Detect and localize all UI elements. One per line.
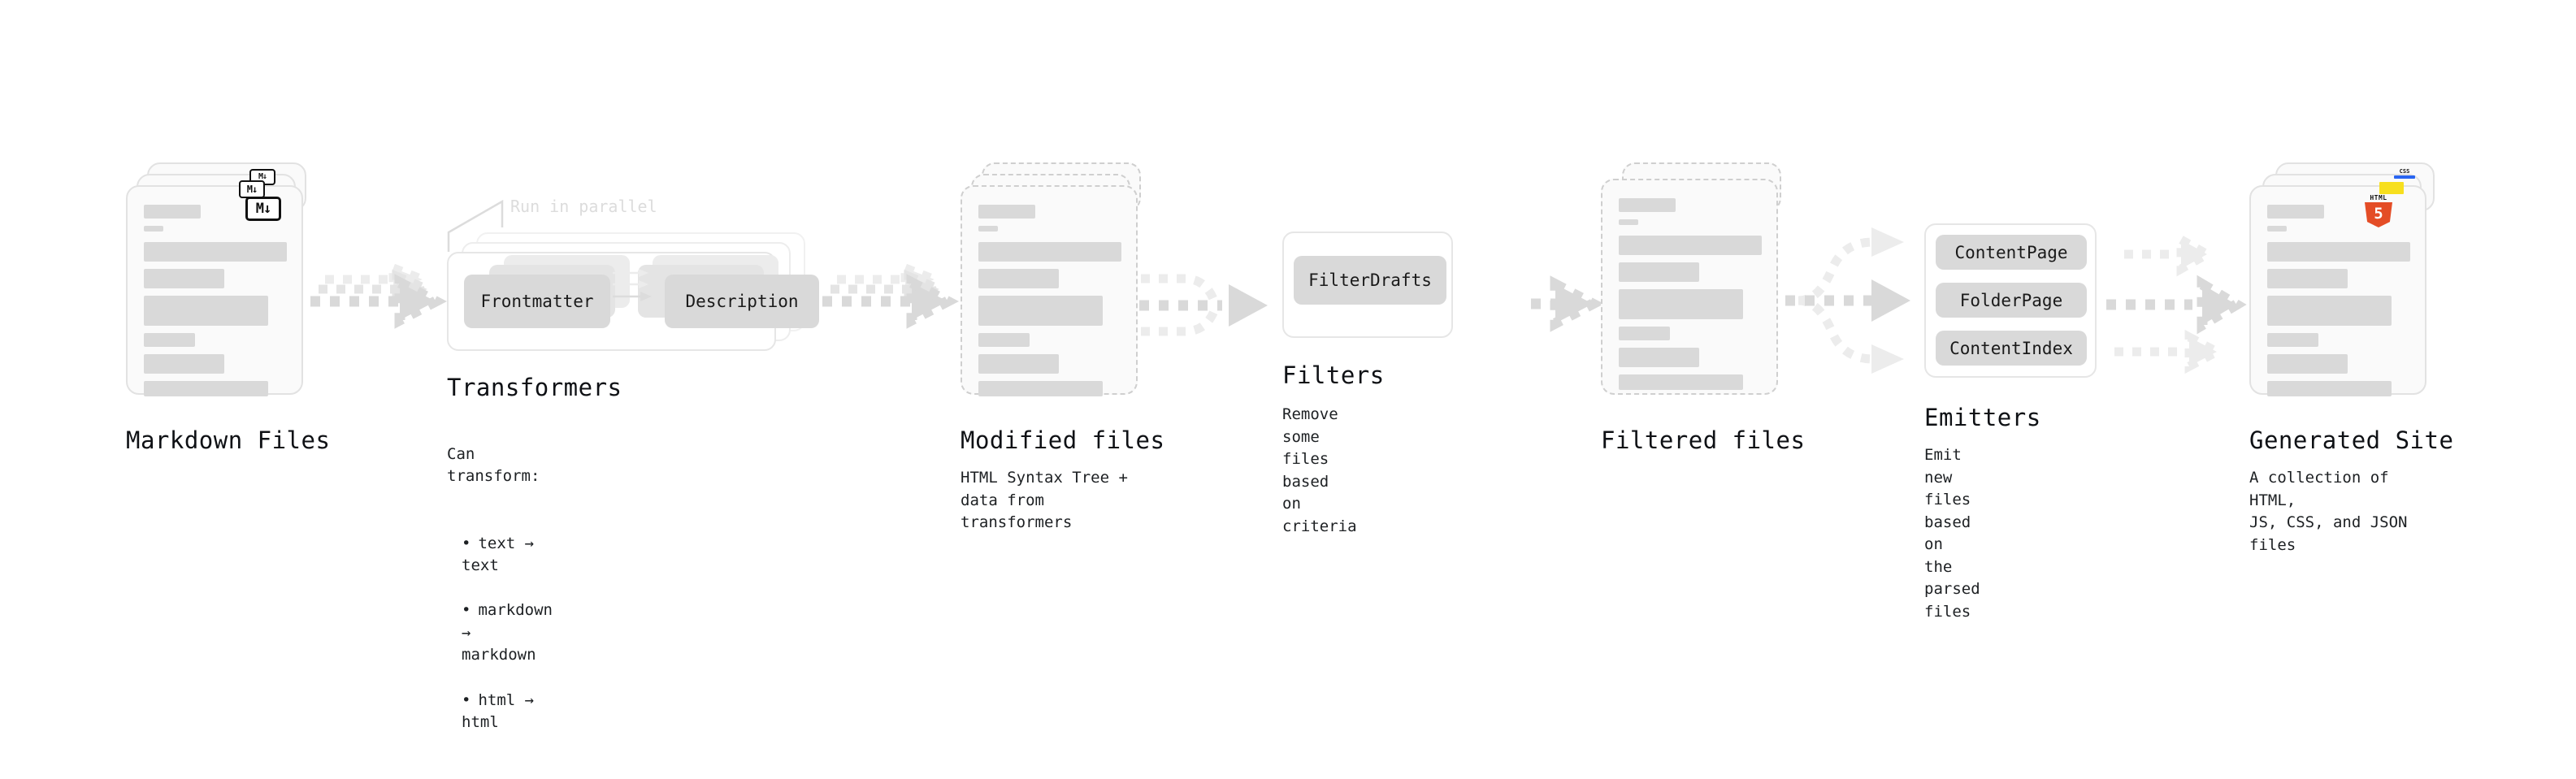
emitter-chip-contentindex[interactable]: ContentIndex [1936,331,2087,366]
file-sheet-front: M↓ [126,185,303,396]
filter-chip-filterdrafts[interactable]: FilterDrafts [1294,256,1446,305]
content-placeholder-lines [2267,205,2410,404]
modified-file-stack [961,162,1141,398]
stage-subtitle-modified-files: HTML Syntax Tree + data from transformer… [961,469,1128,532]
emitter-chip-folderpage[interactable]: FolderPage [1936,283,2087,318]
transformer-chip-description[interactable]: Description [665,275,819,328]
stage-markdown-files: M↓ M↓ M↓ Markd [126,162,330,454]
stage-title-filters: Filters [1282,361,1385,389]
run-in-parallel-bracket [447,199,504,252]
stage-subtitle-emitters: Emit new files based on the parsed files [1924,446,1980,621]
stage-title-modified-files: Modified files [961,426,1165,454]
stage-filtered-files: Filtered files [1601,162,1805,454]
stage-subtitle-generated-site: A collection of HTML, JS, CSS, and JSON … [2249,469,2408,554]
stage-title-filtered-files: Filtered files [1601,426,1806,454]
filtered-file-stack [1601,162,1781,398]
generated-file-stack: CSS HTML [2249,162,2436,398]
transform-item-html: html → html [462,690,553,734]
transform-item-text: text → text [462,533,553,578]
transform-list: text → text markdown → markdown html → h… [447,510,553,756]
arrow-markdown-to-transformers [309,261,455,333]
html5-icon: HTML [2365,195,2392,227]
stage-modified-files: Modified files HTML Syntax Tree + data f… [961,162,1164,531]
arrow-filtered-to-emitters [1784,219,1946,382]
stage-subtitle-filters: Remove some files based on criteria [1282,405,1357,535]
markdown-file-stack: M↓ M↓ M↓ [126,162,306,398]
stage-generated-site: CSS HTML Gene [2249,162,2453,554]
stage-title-generated-site: Generated Site [2249,426,2454,454]
arrow-transformers-to-modified [821,261,967,333]
can-transform-label: Can transform: [447,444,540,486]
markdown-icon: M↓ [245,197,281,221]
content-placeholder-lines [144,205,287,404]
stage-subtitle-transformers: Can transform: text → text markdown → ma… [447,421,553,779]
markdown-icon-mid: M↓ [239,180,265,198]
css-icon: CSS [2394,169,2415,180]
stage-title-emitters: Emitters [1924,404,2041,431]
transformer-inner-arrows [613,269,652,301]
pipeline-diagram: M↓ M↓ M↓ Markd [0,0,2576,681]
stage-title-markdown-files: Markdown Files [126,426,331,454]
file-sheet-front [961,185,1138,396]
transformer-chip-frontmatter[interactable]: Frontmatter [464,275,610,328]
js-icon [2379,182,2404,194]
file-sheet-front [1601,179,1778,395]
arrow-filters-to-filtered [1528,275,1658,341]
transform-item-markdown: markdown → markdown [462,599,553,667]
arrow-modified-to-filters [1138,244,1292,357]
arrow-emitters-to-site [2105,227,2267,374]
emitter-chip-contentpage[interactable]: ContentPage [1936,235,2087,270]
content-placeholder-lines [978,205,1121,404]
run-in-parallel-label: Run in parallel [510,197,657,216]
stage-title-transformers: Transformers [447,374,622,401]
content-placeholder-lines [1619,198,1762,397]
file-sheet-front: HTML [2249,185,2426,396]
